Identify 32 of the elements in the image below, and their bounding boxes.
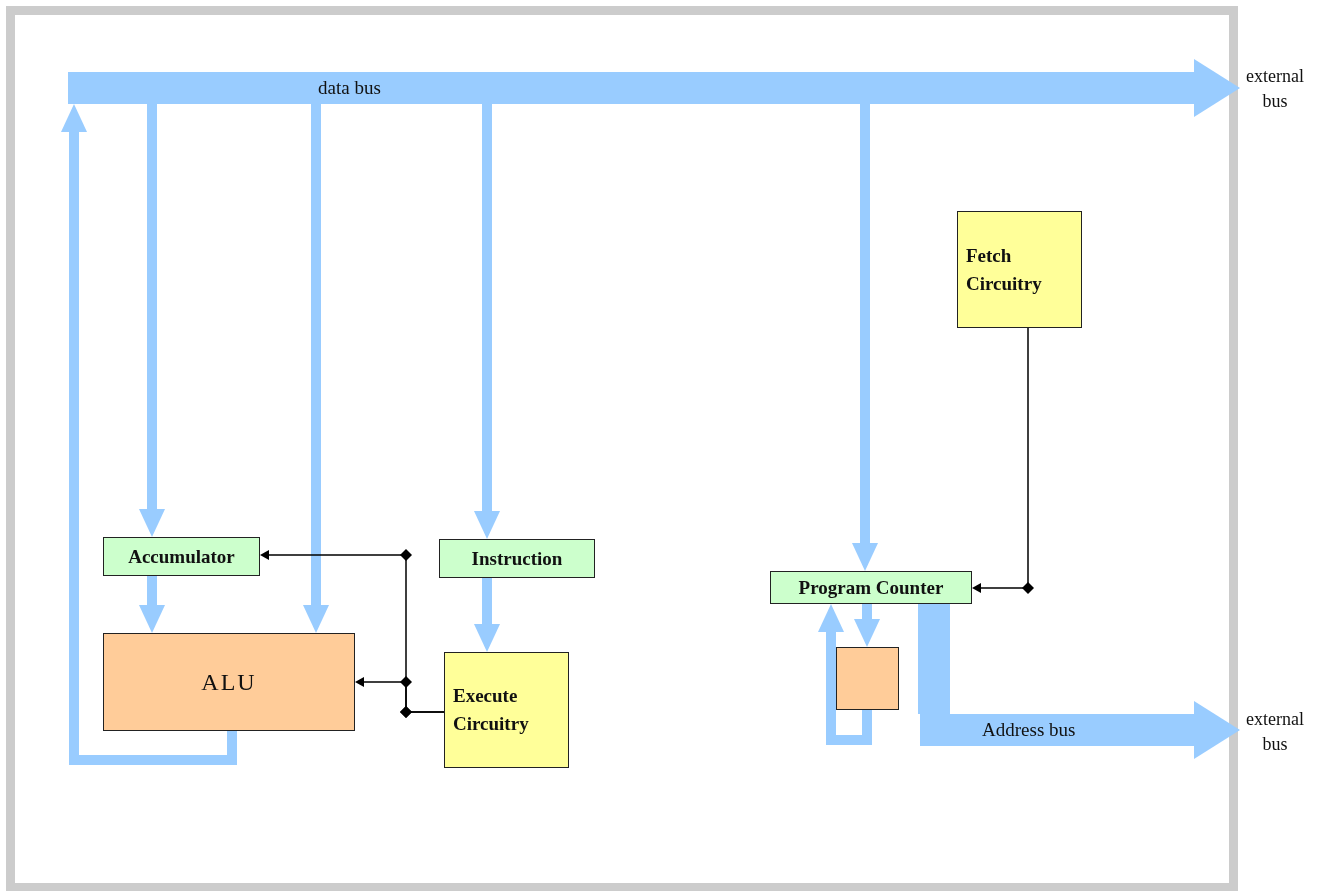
data-bus-band xyxy=(68,72,1180,104)
box-label: data bus xyxy=(318,76,381,101)
control-line xyxy=(973,327,1034,594)
circuit-block xyxy=(957,211,1082,328)
box-label: Address bus xyxy=(982,718,1076,743)
bus-arrow xyxy=(139,576,165,633)
alu-box xyxy=(103,633,355,731)
bus-arrow xyxy=(474,578,500,652)
circuit-block xyxy=(444,652,569,768)
bus-label: external bus xyxy=(1245,64,1305,113)
bus-arrow xyxy=(852,104,878,571)
box-label: Program Counter xyxy=(798,575,944,600)
bus-arrow xyxy=(139,104,165,537)
bus-arrow xyxy=(818,604,872,745)
bus-arrow xyxy=(1180,59,1240,117)
incrementer-box xyxy=(836,647,899,710)
box-label: Accumulator xyxy=(128,544,235,569)
bus-arrow xyxy=(1180,701,1240,759)
bus-arrow xyxy=(303,104,329,633)
control-line xyxy=(356,676,445,718)
box-label: Instruction xyxy=(471,546,563,571)
box-label: Fetch Circuitry xyxy=(966,243,1043,296)
box-label: Execute Circuitry xyxy=(453,684,530,736)
register-box xyxy=(103,537,260,576)
register-box xyxy=(770,571,972,604)
bus-label: external bus xyxy=(1245,707,1305,756)
bus-arrow xyxy=(854,604,880,647)
register-box xyxy=(439,539,595,578)
bus-arrow xyxy=(61,104,237,765)
address-bus-band xyxy=(920,714,1180,746)
box-label: ALU xyxy=(201,667,257,697)
bus-arrow xyxy=(474,104,500,539)
